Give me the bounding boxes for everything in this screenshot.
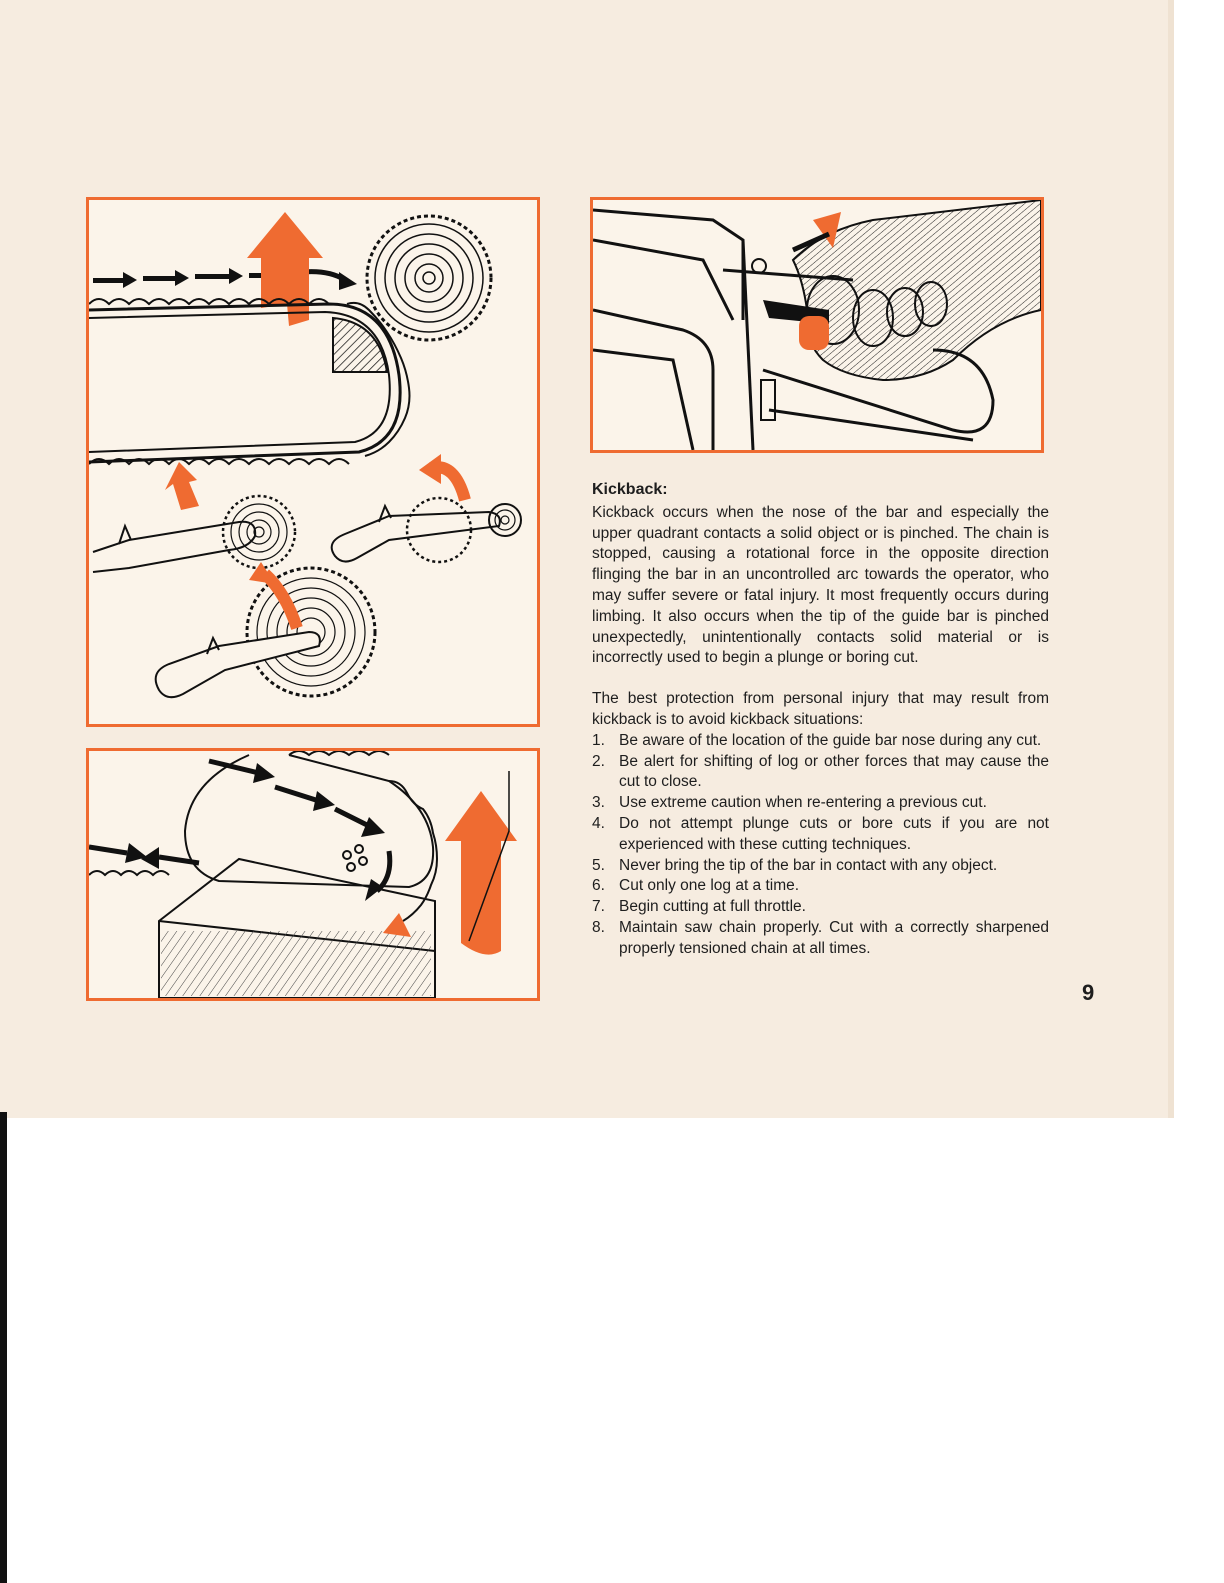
binding-edge [0,1112,7,1583]
page-edge [1168,0,1174,1118]
list-item: 4.Do not attempt plunge cuts or bore cut… [592,814,1049,853]
pinched-chain-drawing [89,751,517,998]
list-item: 3.Use extreme caution when re-entering a… [592,794,987,812]
list-item: 2.Be alert for shifting of log or other … [592,752,1049,791]
list-item: 8.Maintain saw chain properly. Cut with … [592,918,1049,957]
kickback-section: Kickback: Kickback occurs when the nose … [592,480,1049,960]
kickback-heading: Kickback: [592,481,668,498]
pinched-chain-illustration [86,748,540,1001]
kickback-protection: The best protection from personal injury… [592,690,1049,728]
kickback-rules-list: 1.Be aware of the location of the guide … [592,731,1049,960]
hand-on-throttle-drawing [593,200,1041,450]
hand-on-throttle-illustration [590,197,1044,453]
page-number: 9 [1082,980,1095,1005]
list-item: 1.Be aware of the location of the guide … [592,731,1042,749]
kickback-rotation-drawing [89,212,522,699]
kickback-intro: Kickback occurs when the nose of the bar… [592,503,1049,667]
list-item: 7.Begin cutting at full throttle. [592,898,806,916]
kickback-rotation-illustration [86,197,540,727]
list-item: 5.Never bring the tip of the bar in cont… [592,856,998,874]
list-item: 6.Cut only one log at a time. [592,877,800,895]
